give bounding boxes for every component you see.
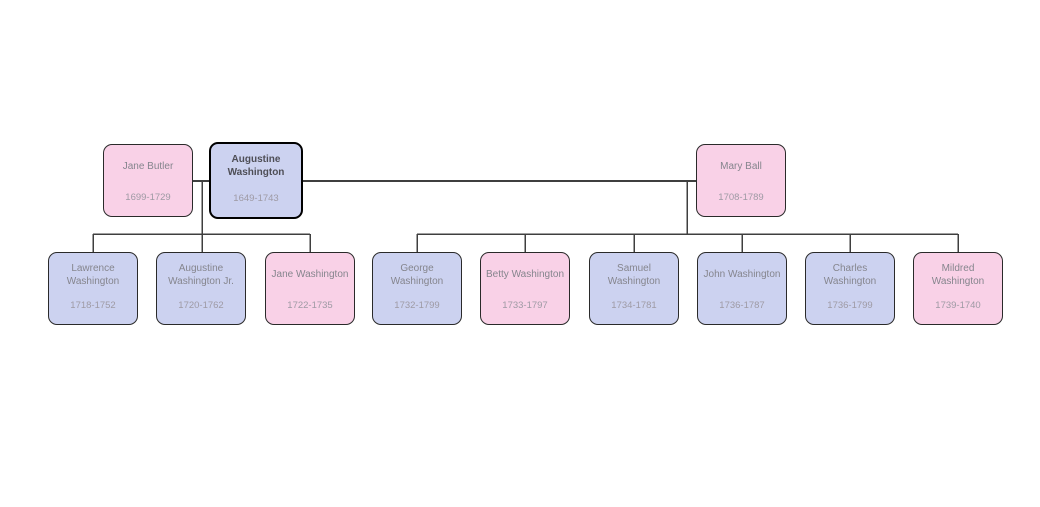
person-dates: 1732-1799 [394, 300, 440, 311]
person-dates: 1718-1752 [70, 300, 116, 311]
person-node-mary-ball[interactable]: Mary Ball 1708-1789 [696, 144, 786, 217]
person-node-augustine-washington[interactable]: Augustine Washington 1649-1743 [209, 142, 303, 219]
person-node-charles-washington[interactable]: Charles Washington 1736-1799 [805, 252, 895, 325]
person-dates: 1722-1735 [287, 300, 333, 311]
person-node-betty-washington[interactable]: Betty Washington 1733-1797 [480, 252, 570, 325]
person-node-mildred-washington[interactable]: Mildred Washington 1739-1740 [913, 252, 1003, 325]
person-node-john-washington[interactable]: John Washington 1736-1787 [697, 252, 787, 325]
person-name: Augustine Washington Jr. [168, 263, 234, 287]
person-name: Jane Butler [122, 161, 174, 173]
person-node-samuel-washington[interactable]: Samuel Washington 1734-1781 [589, 252, 679, 325]
person-name: Betty Washington [486, 269, 565, 281]
person-dates: 1649-1743 [233, 193, 279, 204]
person-dates: 1720-1762 [178, 300, 224, 311]
person-dates: 1699-1729 [125, 192, 171, 203]
person-name: George Washington [390, 263, 444, 287]
person-node-lawrence-washington[interactable]: Lawrence Washington 1718-1752 [48, 252, 138, 325]
person-node-jane-washington[interactable]: Jane Washington 1722-1735 [265, 252, 355, 325]
person-name: Charles Washington [823, 263, 877, 287]
person-name: Samuel Washington [607, 263, 661, 287]
person-node-george-washington[interactable]: George Washington 1732-1799 [372, 252, 462, 325]
person-node-augustine-washington-jr[interactable]: Augustine Washington Jr. 1720-1762 [156, 252, 246, 325]
person-dates: 1736-1799 [827, 300, 873, 311]
person-dates: 1708-1789 [718, 192, 764, 203]
person-name: Jane Washington [271, 269, 349, 281]
person-dates: 1739-1740 [935, 300, 981, 311]
person-name: John Washington [703, 269, 781, 281]
person-node-jane-butler[interactable]: Jane Butler 1699-1729 [103, 144, 193, 217]
person-name: Mildred Washington [931, 263, 985, 287]
person-dates: 1734-1781 [611, 300, 657, 311]
person-name: Lawrence Washington [66, 263, 120, 287]
person-dates: 1736-1787 [719, 300, 765, 311]
person-dates: 1733-1797 [502, 300, 548, 311]
person-name: Mary Ball [720, 161, 762, 173]
person-name: Augustine Washington [227, 154, 285, 178]
